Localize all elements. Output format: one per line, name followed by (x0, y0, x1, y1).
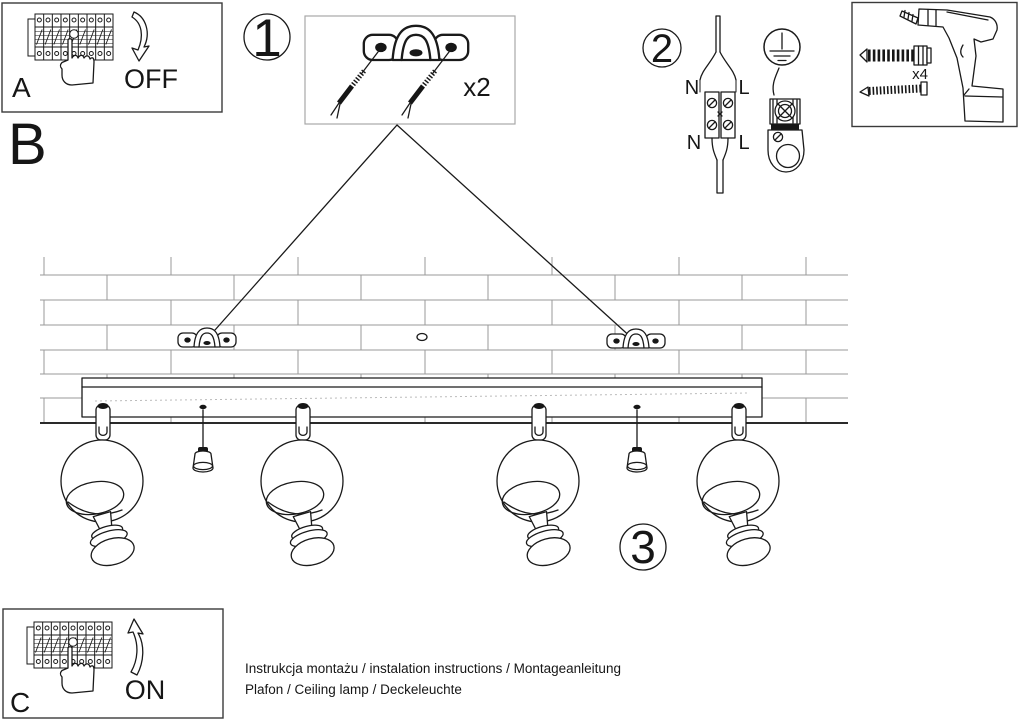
on-label: ON (125, 675, 166, 705)
quantity-x2-label: x2 (463, 72, 490, 102)
arrow-up-icon (127, 618, 144, 676)
step2-badge (642, 28, 682, 68)
box-a: A OFF (1, 2, 223, 113)
section-b-label: B (8, 112, 47, 177)
arrow-down-icon (131, 11, 150, 62)
screw-anchor-right-icon (401, 47, 453, 119)
step1-number: 1 (252, 9, 281, 68)
off-label: OFF (124, 64, 178, 94)
box-a-label: A (12, 72, 31, 103)
footer-line-2: Plafon / Ceiling lamp / Deckeleuchte (245, 682, 462, 697)
label-l-top: L (738, 77, 749, 99)
quantity-x4-label: x4 (912, 66, 928, 83)
label-n-bottom: N (687, 132, 701, 154)
wall-bracket-right (606, 328, 666, 349)
cover-cap-1 (192, 409, 214, 473)
cover-cap-2 (626, 409, 648, 473)
spotlight-2 (260, 402, 344, 571)
step1-parts-box (304, 15, 516, 125)
spotlight-4 (696, 402, 780, 571)
leader-lines (206, 124, 635, 341)
screw-icon (859, 81, 928, 97)
box-c: C ON (2, 608, 224, 719)
spotlight-3 (496, 402, 580, 571)
mounting-bracket-illustration (362, 24, 470, 62)
ground-clamp-illustration (767, 67, 805, 173)
box-c-label: C (10, 687, 30, 718)
wall-center-hole (416, 332, 428, 342)
wire-illustration (699, 15, 737, 93)
wall-bracket-left (177, 327, 237, 348)
wall-plug-icon (859, 45, 932, 66)
terminal-block-illustration (704, 91, 736, 139)
label-n-top: N (685, 77, 699, 99)
ceiling-rail (81, 377, 763, 418)
screw-anchor-left-icon (330, 47, 382, 119)
step1-badge (243, 13, 291, 61)
step1-group: 1 x2 (243, 9, 516, 125)
step2-number: 2 (651, 27, 673, 71)
label-l-bottom: L (738, 132, 749, 154)
step3-badge (619, 523, 667, 571)
toolbox: x4 (851, 1, 1018, 128)
step2-group: 2 N L N L (642, 15, 805, 194)
step3-number: 3 (630, 521, 656, 573)
step3-group: 3 (619, 521, 667, 573)
drill-icon (899, 8, 1004, 123)
footer-line-1: Instrukcja montażu / instalation instruc… (245, 661, 621, 676)
earth-symbol-icon (763, 28, 801, 66)
wire-bottom-illustration (711, 137, 729, 194)
spotlight-1 (60, 402, 144, 571)
